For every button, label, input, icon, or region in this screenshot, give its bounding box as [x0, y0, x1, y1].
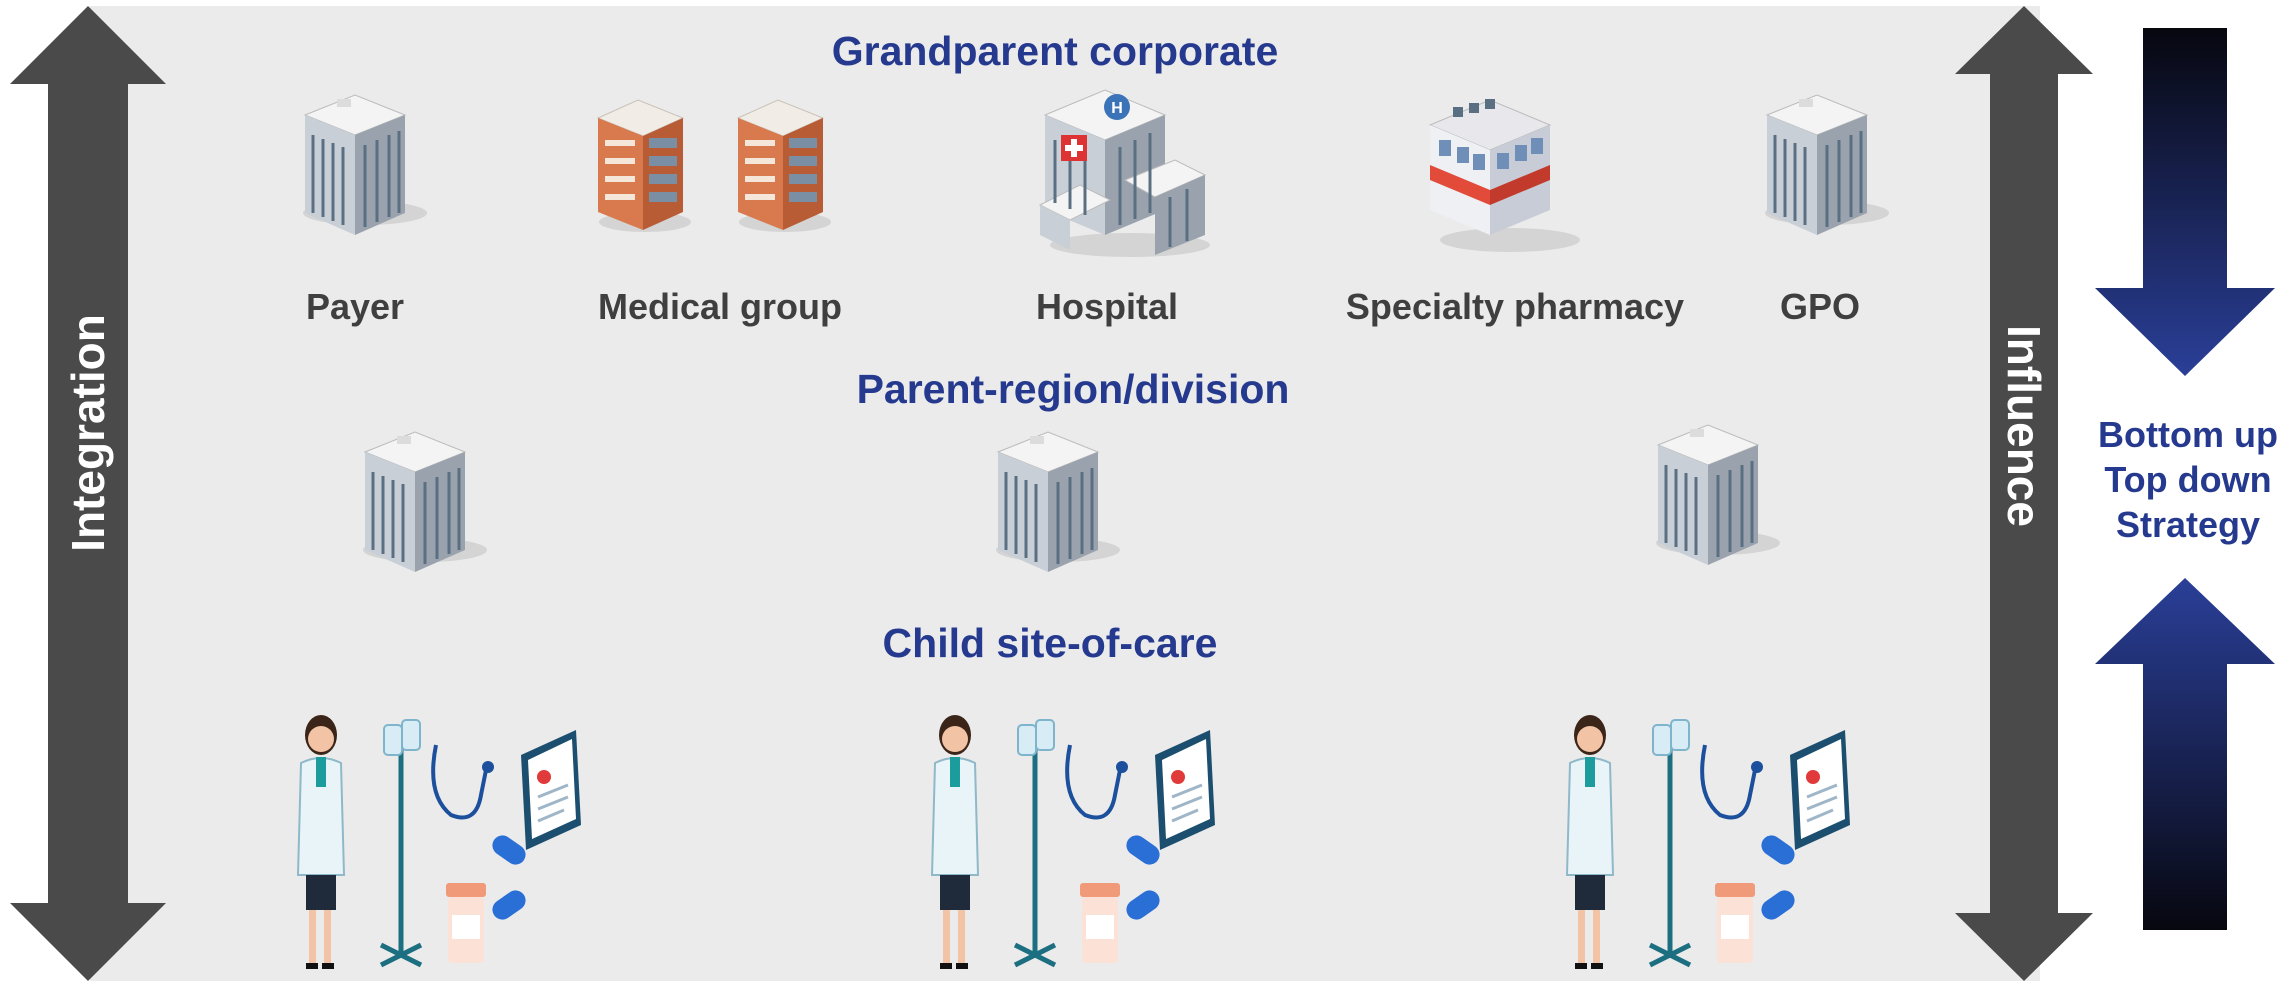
medical-group-building-icon: [597, 99, 692, 233]
region-building-icon: [1654, 423, 1782, 567]
payer-label: Payer: [305, 286, 405, 327]
medical-group-label: Medical group: [597, 286, 843, 327]
top-down-arrow: [2095, 28, 2275, 376]
specialty-pharmacy-label: Specialty pharmacy: [1345, 286, 1685, 327]
gpo-label: GPO: [1779, 286, 1861, 327]
region-building-icon: [361, 430, 489, 574]
parent-heading: Parent-region/division: [856, 366, 1290, 412]
strategy-label: Strategy: [2115, 504, 2261, 545]
top-down-label: Top down: [2104, 459, 2272, 500]
hospital-icon: H: [1038, 89, 1210, 257]
medical-group-building-icon: [737, 99, 832, 233]
site-of-care-illustration: [1545, 715, 1875, 975]
payer-building-icon: [301, 93, 429, 237]
integration-label: Integration: [62, 314, 114, 552]
specialty-pharmacy-icon: [1428, 99, 1580, 252]
region-building-icon: [994, 430, 1122, 574]
strategy-text: Bottom up Top down Strategy: [2088, 412, 2288, 547]
gpo-building-icon: [1763, 93, 1891, 237]
integration-arrow: [10, 6, 166, 981]
hospital-label: Hospital: [1035, 286, 1179, 327]
influence-label: Influence: [1998, 325, 2050, 527]
influence-arrow: [1955, 6, 2093, 981]
bottom-up-label: Bottom up: [2098, 414, 2278, 455]
grandparent-heading: Grandparent corporate: [831, 28, 1279, 74]
svg-text:H: H: [1111, 100, 1123, 117]
site-of-care-illustration: [910, 715, 1240, 975]
child-heading: Child site-of-care: [882, 620, 1218, 666]
bottom-up-arrow: [2095, 578, 2275, 930]
site-of-care-illustration: [276, 715, 606, 975]
